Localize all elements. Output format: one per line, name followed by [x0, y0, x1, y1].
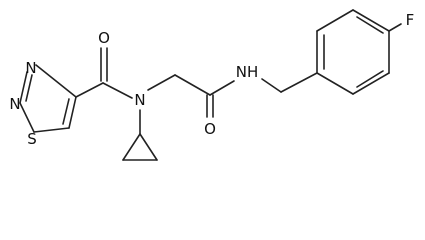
atom-s-thiadiazole: S — [27, 130, 37, 148]
bond-c4-c-carbonyl — [75, 82, 104, 98]
bond-c-n-center — [102, 82, 133, 99]
bond-ch2-aryl — [280, 72, 318, 93]
bond-n-ch2 — [147, 74, 176, 91]
bond-c5-c4-double — [62, 98, 70, 125]
atom-f-aryl: F — [406, 11, 415, 29]
bond-ar-f — [388, 23, 402, 32]
bond-s-c5 — [33, 127, 70, 133]
bond-c-nh — [209, 80, 235, 96]
atom-n-thiadiazole-top: N — [25, 59, 36, 77]
bond-ar-2-3 — [316, 9, 354, 32]
atom-nh-amide: NH — [236, 63, 259, 81]
bond-cp-1 — [122, 133, 141, 161]
atom-o-amide-left: O — [98, 29, 110, 47]
bond-ar-inner-b — [356, 16, 384, 34]
bond-ch2-c-carbonyl — [174, 74, 211, 96]
chemical-structure-diagram: N N S O N O NH F — [9, 9, 414, 161]
bond-n1-n2-double — [25, 74, 33, 102]
bond-cp-3 — [139, 133, 158, 161]
atom-n-thiadiazole-mid: N — [9, 95, 20, 113]
structure-canvas: N N S O N O NH F — [9, 9, 415, 161]
atom-labels: N N S O N O NH F — [9, 11, 414, 148]
atom-o-amide-right: O — [204, 120, 216, 138]
bond-ar-3-4 — [352, 9, 390, 32]
bond-n1-n2 — [19, 71, 28, 104]
bond-n2-s — [19, 102, 35, 133]
bond-c4-n1 — [35, 64, 77, 98]
atom-n-amide-center: N — [134, 91, 145, 109]
bonds — [19, 9, 402, 161]
bond-ar-inner-c — [356, 70, 384, 88]
bond-c5-c4 — [68, 96, 77, 129]
bond-nh-ch2 — [261, 78, 282, 93]
bond-ar-5-6 — [352, 72, 390, 95]
bond-ar-6-1 — [316, 72, 354, 95]
